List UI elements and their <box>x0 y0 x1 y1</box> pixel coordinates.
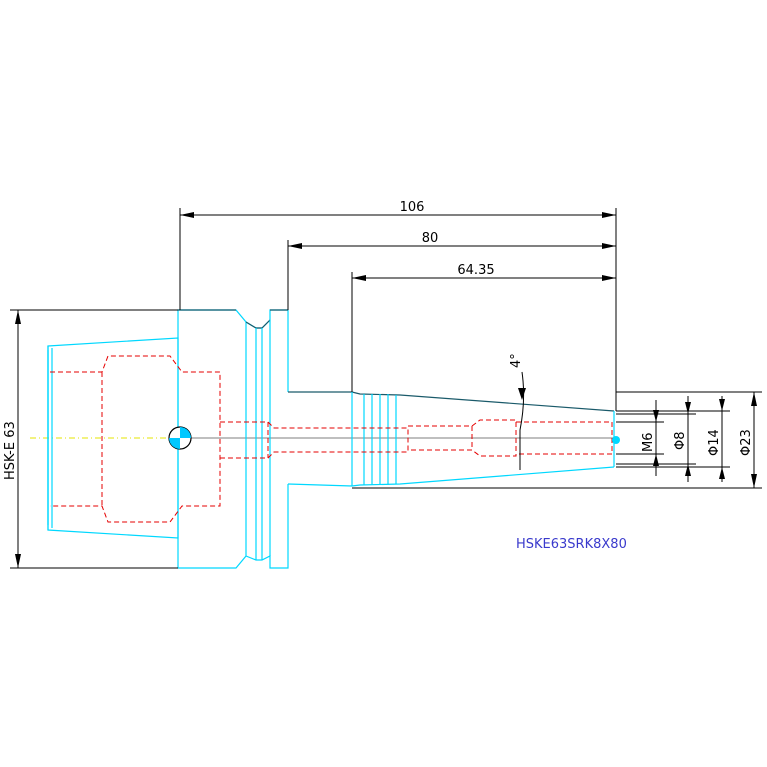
dim-106-label: 106 <box>400 200 425 215</box>
part-number-label: HSKE63SRK8X80 <box>516 537 627 552</box>
dim-taper-dia-label: Φ23 <box>739 429 754 456</box>
dim-nose: Φ14 <box>616 396 730 482</box>
dim-hsk-label: HSK-E 63 <box>3 421 18 480</box>
dim-thread: M6 <box>616 400 664 476</box>
origin-marker <box>168 426 192 450</box>
dim-bore: Φ8 <box>616 396 696 482</box>
dim-shank-length: 80 <box>287 231 616 310</box>
dim-taper-diameter: Φ23 <box>352 391 762 489</box>
dim-taper-length: 64.35 <box>351 263 616 392</box>
dim-bore-label: Φ8 <box>673 431 688 450</box>
dim-overall-length: 106 <box>179 200 617 411</box>
dim-angle-label: 4° <box>509 353 524 368</box>
nose-point <box>612 436 620 444</box>
hidden-features <box>50 355 613 523</box>
dim-nose-label: Φ14 <box>707 429 722 456</box>
dim-flange: HSK-E 63 <box>3 309 178 569</box>
dim-m6-label: M6 <box>641 433 656 453</box>
dim-64-35-label: 64.35 <box>457 263 494 278</box>
dim-taper-angle: 4° <box>509 353 526 470</box>
nose-body <box>287 391 615 487</box>
dim-80-label: 80 <box>422 231 439 246</box>
flange <box>177 309 289 569</box>
